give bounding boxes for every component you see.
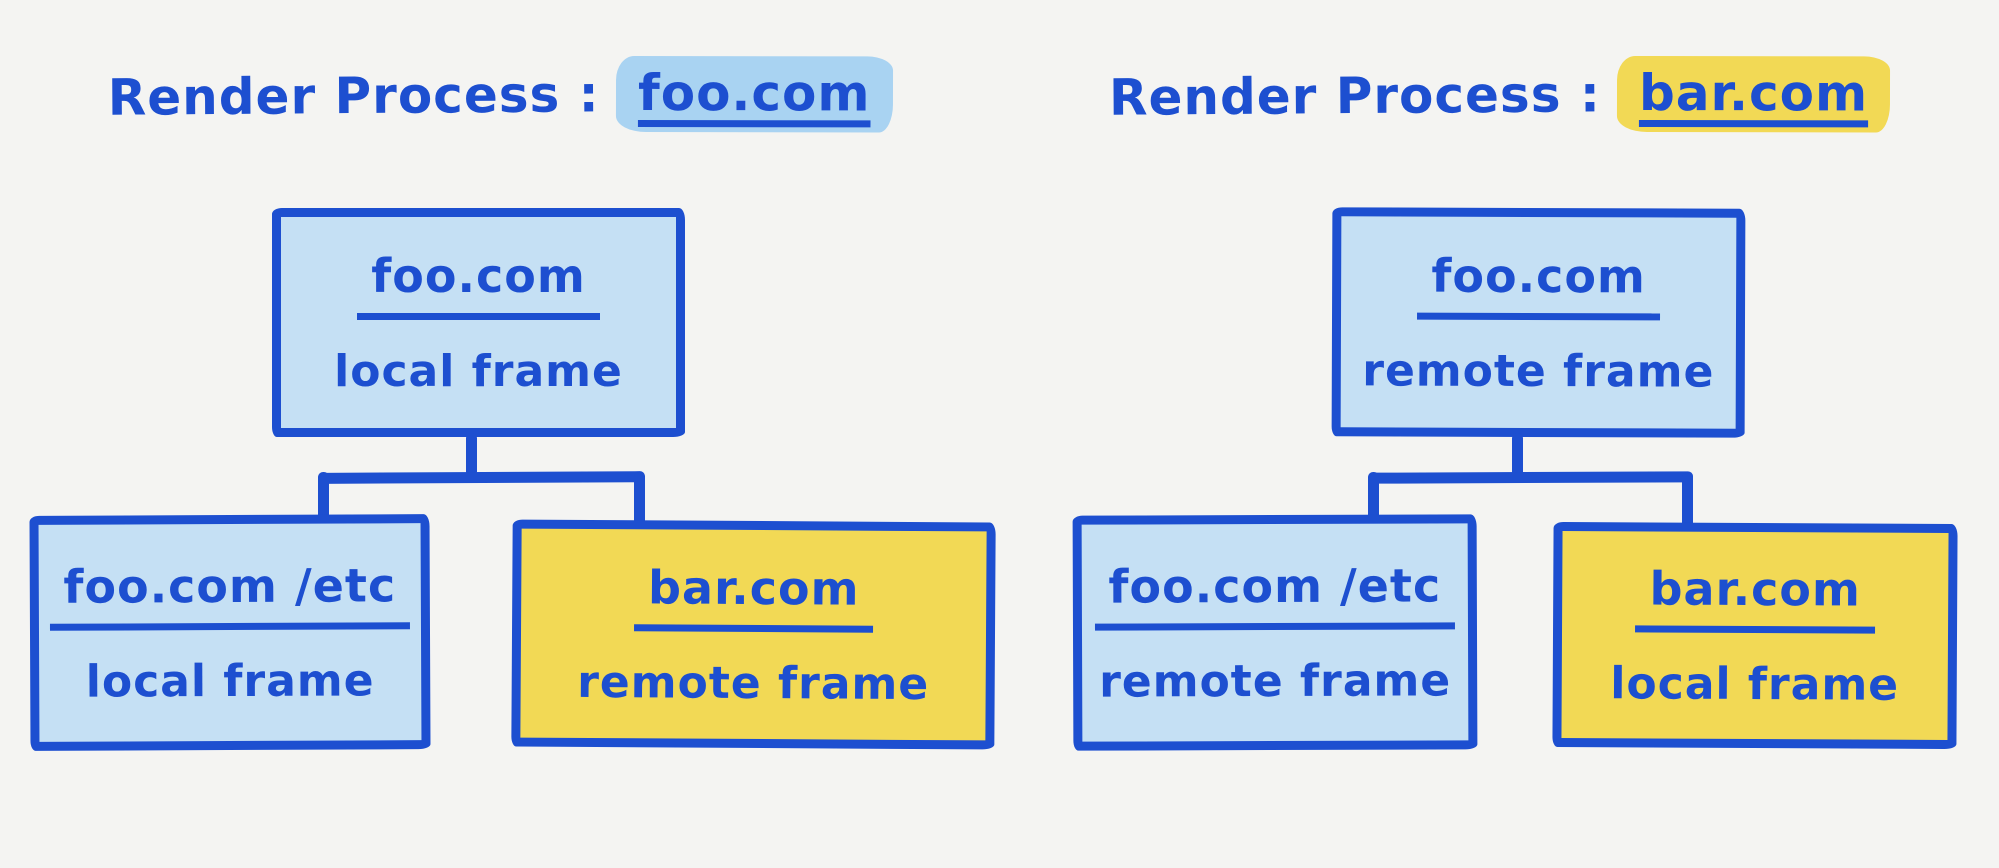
tree-title-domain-highlight: foo.com [615,55,893,133]
frame-domain: foo.com /etc [49,557,411,631]
render-process-tree-foo: Render Process : foo.com foo.com local f… [0,55,1000,751]
tree-title-bar: Render Process : bar.com [1000,55,1999,138]
connector-stem [1512,433,1523,477]
frame-domain: bar.com [633,559,874,633]
tree-title-prefix: Render Process : [107,65,600,127]
frame-domain: foo.com [1417,248,1661,320]
tree-title-foo: Render Process : foo.com [0,55,1000,138]
connector-drop-right [1682,472,1693,530]
connector-horizontal [317,471,646,484]
frame-type: local frame [1610,657,1900,711]
frame-box-foo-etc: foo.com /etc local frame [29,514,431,751]
frame-type: local frame [334,345,623,397]
connector-horizontal [1367,471,1694,484]
connector-stem [466,433,477,477]
frame-box-foo-etc: foo.com /etc remote frame [1072,514,1478,751]
connector-drop-left [1368,472,1379,522]
frame-domain: foo.com [357,249,600,320]
frame-box-bar: bar.com remote frame [511,519,996,750]
frame-type: remote frame [577,656,930,710]
frame-box-foo-root: foo.com local frame [272,208,685,437]
connector-drop-right [634,472,645,529]
frame-type: remote frame [1362,344,1715,398]
render-process-tree-bar: Render Process : bar.com foo.com remote … [1000,0,1999,868]
tree-title-domain-highlight: bar.com [1616,55,1891,133]
frame-box-bar: bar.com local frame [1552,521,1958,750]
frame-box-foo-root: foo.com remote frame [1331,207,1746,438]
frame-domain: foo.com /etc [1094,557,1456,631]
connector-drop-left [318,472,329,522]
frame-type: remote frame [1099,654,1452,708]
tree-title-prefix: Render Process : [1108,65,1602,127]
frame-type: local frame [85,654,375,708]
frame-domain: bar.com [1635,560,1876,634]
